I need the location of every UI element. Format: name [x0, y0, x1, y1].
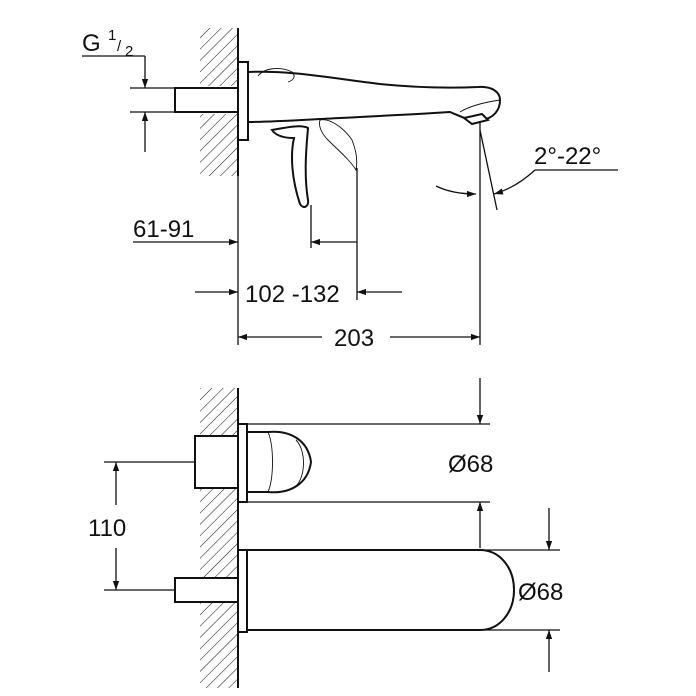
spout-body: [247, 70, 502, 124]
spout-length-label: 203: [334, 325, 374, 352]
aerator: [461, 112, 490, 126]
lever-top-ghost: [257, 68, 295, 83]
lever-range-label: 102 -132: [245, 281, 340, 308]
lever-handle: [270, 125, 310, 208]
inlet-pipe: [174, 87, 242, 113]
spout-diameter-label: Ø68: [518, 579, 563, 606]
side-view: G 1 / 2 61-91 102 -132 203 2°-22°: [82, 27, 618, 352]
wall-hatch-bottom: [200, 114, 238, 176]
angle-label: 2°-22°: [534, 143, 601, 170]
thread-fraction-num: 1: [108, 27, 116, 44]
handle-body: [194, 435, 240, 489]
handle-knob-detail-2: [295, 439, 304, 487]
center-distance-label: 110: [88, 515, 126, 542]
handle-plate: [237, 423, 248, 503]
angle-arc-left: [435, 185, 477, 198]
escutcheon-plate: [237, 61, 249, 141]
spout-top-view: [246, 549, 516, 631]
wall-depth-label: 61-91: [133, 216, 194, 243]
wall-hatch-top: [200, 28, 238, 86]
spout-inner-line: [459, 99, 501, 113]
angle-ref-line: [479, 129, 498, 211]
front-view: Ø68 Ø68 110: [88, 378, 563, 688]
front-wall-hatch: [200, 388, 238, 688]
spout-pipe: [174, 577, 242, 603]
thread-fraction-slash: /: [117, 38, 122, 55]
angle-arc-right: [493, 169, 536, 195]
handle-diameter-label: Ø68: [448, 451, 493, 478]
handle-knob: [246, 430, 313, 494]
thread-label: G: [82, 30, 101, 57]
spout-plate: [237, 549, 248, 633]
thread-fraction-den: 2: [125, 43, 133, 60]
handle-knob-detail: [267, 431, 273, 493]
lever-ghost: [319, 119, 358, 172]
